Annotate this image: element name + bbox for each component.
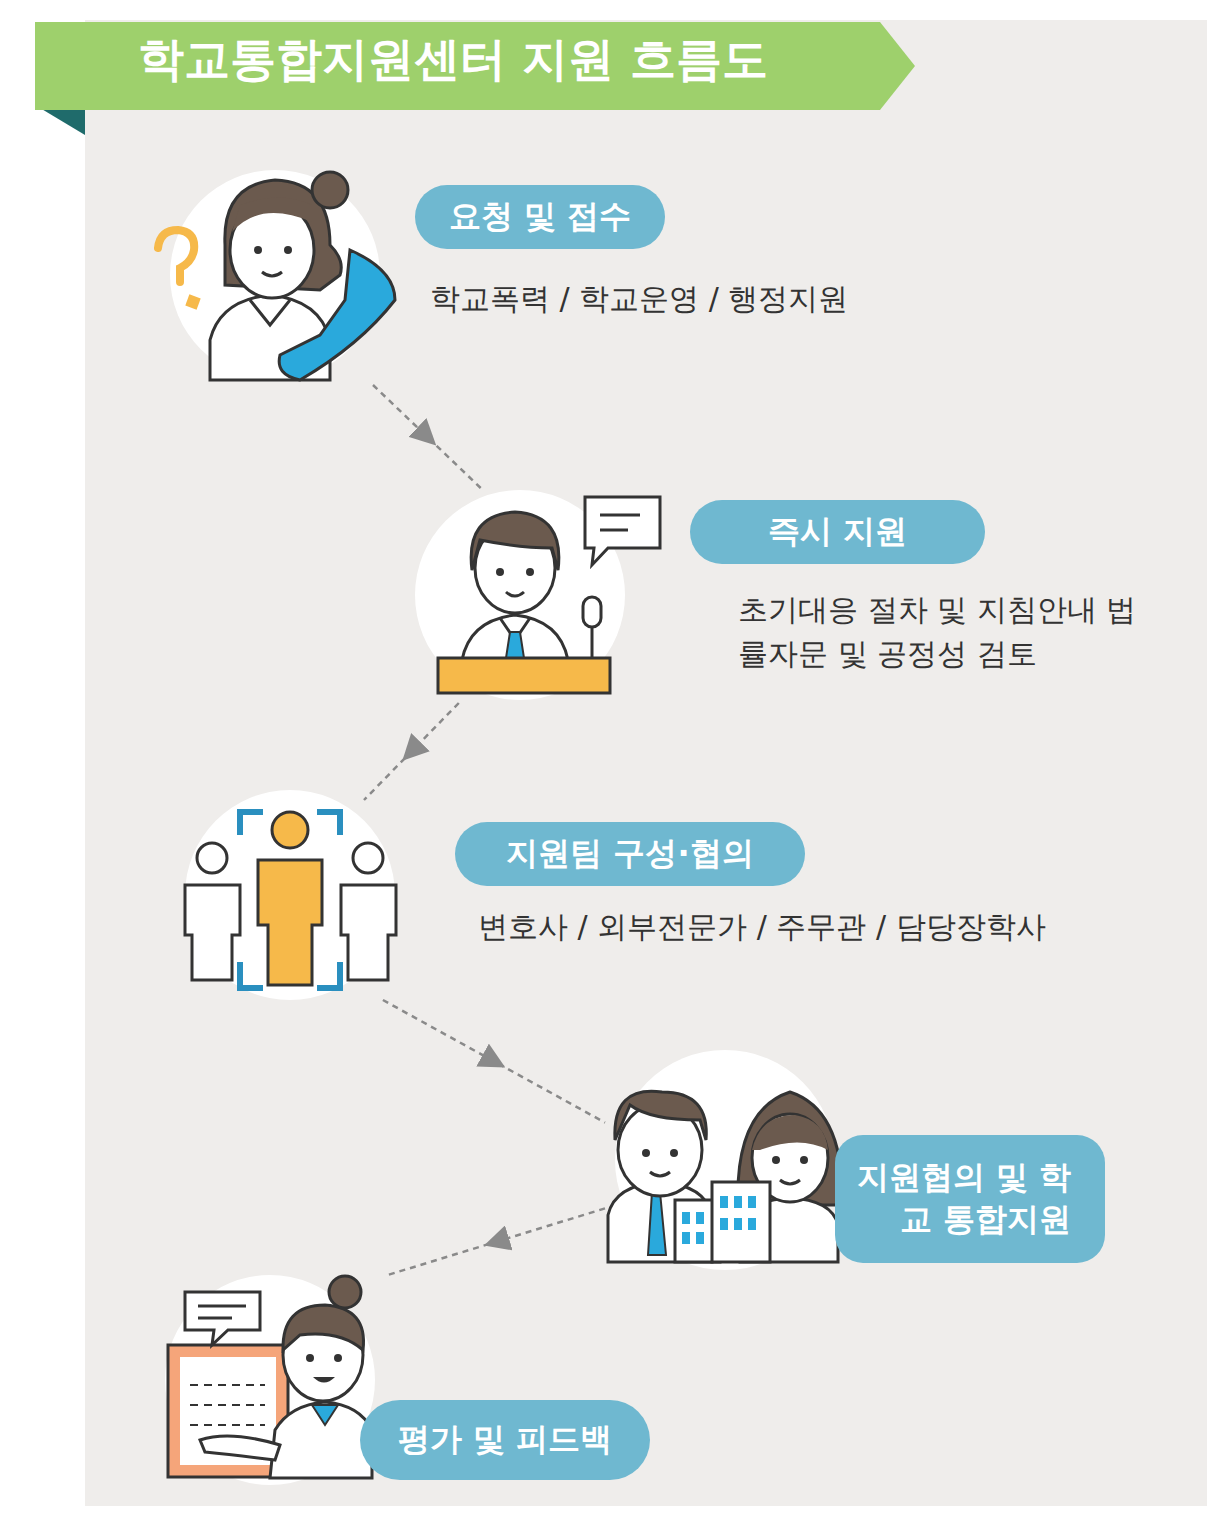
step-pill: 즉시 지원 xyxy=(690,500,985,564)
presenter-icon xyxy=(165,1275,375,1485)
title-text: 학교통합지원센터 지원 흐름도 xyxy=(138,30,768,90)
dashed-connector xyxy=(383,1000,605,1123)
step-description: 학교폭력 / 학교운영 / 행정지원 xyxy=(430,277,890,321)
step-node: 평가 및 피드백 xyxy=(165,1275,660,1485)
step-pill: 요청 및 접수 xyxy=(415,185,665,249)
caller-icon xyxy=(158,170,395,380)
step-pill: 지원팀 구성·협의 xyxy=(455,822,805,886)
step-node: 요청 및 접수학교폭력 / 학교운영 / 행정지원 xyxy=(145,165,905,385)
dashed-connector xyxy=(388,1208,605,1275)
step-description: 변호사 / 외부전문가 / 주무관 / 담당장학사 xyxy=(478,905,1108,949)
panel xyxy=(85,20,1207,1506)
step-pill: 평가 및 피드백 xyxy=(360,1400,650,1480)
step-node: 즉시 지원초기대응 절차 및 지침안내 법률자문 및 공정성 검토 xyxy=(415,488,1145,703)
step-description: 초기대응 절차 및 지침안내 법률자문 및 공정성 검토 xyxy=(738,588,1158,675)
step-node: 지원협의 및 학교 통합지원 xyxy=(605,1050,1110,1270)
consult-icon xyxy=(608,1050,842,1270)
dashed-connector xyxy=(373,385,481,488)
title-banner xyxy=(35,22,915,110)
step-node: 지원팀 구성·협의변호사 / 외부전문가 / 주무관 / 담당장학사 xyxy=(175,800,1120,1000)
speaker-icon xyxy=(415,490,660,700)
team-icon xyxy=(185,790,396,1000)
dashed-connector xyxy=(364,703,459,800)
step-pill: 지원협의 및 학교 통합지원 xyxy=(835,1135,1105,1263)
